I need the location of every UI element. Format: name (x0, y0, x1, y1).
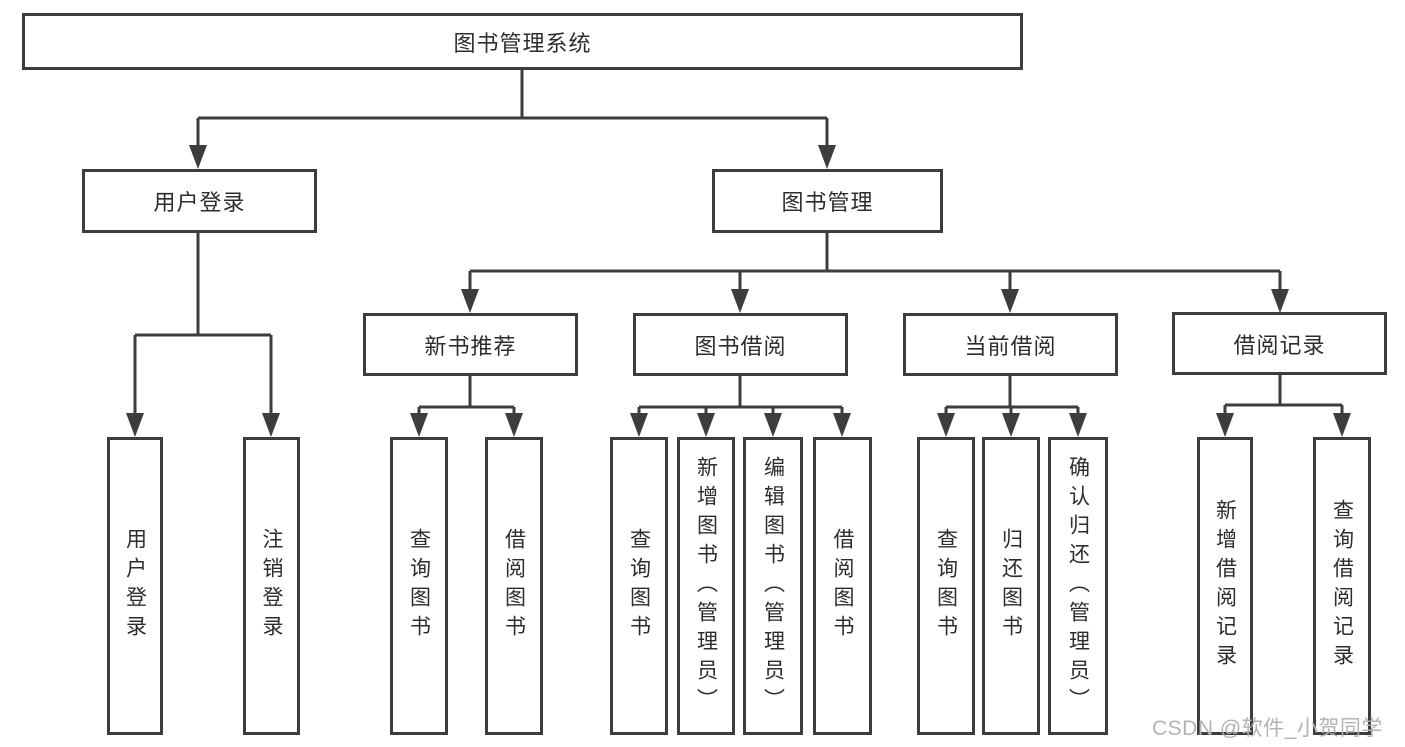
node-book-management: 图书管理 (712, 169, 943, 233)
leaf-user-login-label: 用户登录 (123, 528, 147, 644)
leaf-logout-label: 注销登录 (260, 528, 283, 644)
node-borrowing-records: 借阅记录 (1172, 312, 1387, 375)
leaf-query-books-current: 查询图书 (917, 437, 975, 735)
leaf-logout: 注销登录 (243, 437, 300, 735)
leaf-edit-books-admin: 编辑图书（管理员） (743, 437, 803, 735)
node-new-book-recommend-label: 新书推荐 (424, 333, 517, 359)
node-user-login: 用户登录 (82, 169, 317, 233)
leaf-query-books-borrowing-label: 查询图书 (627, 528, 651, 644)
node-book-borrowing-label: 图书借阅 (694, 333, 787, 359)
leaf-confirm-return-admin-label: 确认归还（管理员） (1066, 455, 1090, 717)
leaf-borrow-books-borrowing: 借阅图书 (813, 437, 872, 735)
leaf-query-borrow-record-label: 查询借阅记录 (1330, 499, 1354, 673)
arrowheads (126, 145, 1351, 437)
leaf-add-borrow-record-label: 新增借阅记录 (1213, 499, 1237, 673)
node-root: 图书管理系统 (22, 13, 1023, 70)
node-new-book-recommend: 新书推荐 (363, 313, 578, 376)
leaf-query-books-borrowing: 查询图书 (610, 437, 668, 735)
csdn-watermark: CSDN @软件_小贺同学 (1152, 717, 1383, 740)
node-user-login-label: 用户登录 (153, 190, 246, 215)
leaf-return-books-label: 归还图书 (999, 528, 1023, 644)
node-current-borrowing: 当前借阅 (903, 313, 1118, 376)
leaf-query-books-recommend-label: 查询图书 (407, 528, 431, 644)
leaf-user-login: 用户登录 (107, 437, 163, 735)
leaf-borrow-books-recommend: 借阅图书 (485, 437, 543, 735)
leaf-query-books-current-label: 查询图书 (934, 528, 958, 644)
leaf-borrow-books-recommend-label: 借阅图书 (502, 528, 526, 644)
leaf-query-borrow-record: 查询借阅记录 (1313, 437, 1371, 735)
leaf-borrow-books-borrowing-label: 借阅图书 (831, 528, 854, 644)
node-root-label: 图书管理系统 (453, 30, 592, 56)
node-current-borrowing-label: 当前借阅 (964, 333, 1057, 359)
node-book-borrowing: 图书借阅 (633, 313, 848, 376)
leaf-return-books: 归还图书 (982, 437, 1040, 735)
leaf-query-books-recommend: 查询图书 (390, 437, 448, 735)
leaf-add-books-admin: 新增图书（管理员） (677, 437, 735, 735)
node-book-management-label: 图书管理 (781, 190, 874, 215)
leaf-edit-books-admin-label: 编辑图书（管理员） (761, 455, 785, 717)
leaf-add-borrow-record: 新增借阅记录 (1197, 437, 1253, 735)
leaf-confirm-return-admin: 确认归还（管理员） (1048, 437, 1108, 735)
leaf-add-books-admin-label: 新增图书（管理员） (694, 455, 718, 717)
node-borrowing-records-label: 借阅记录 (1233, 332, 1326, 358)
